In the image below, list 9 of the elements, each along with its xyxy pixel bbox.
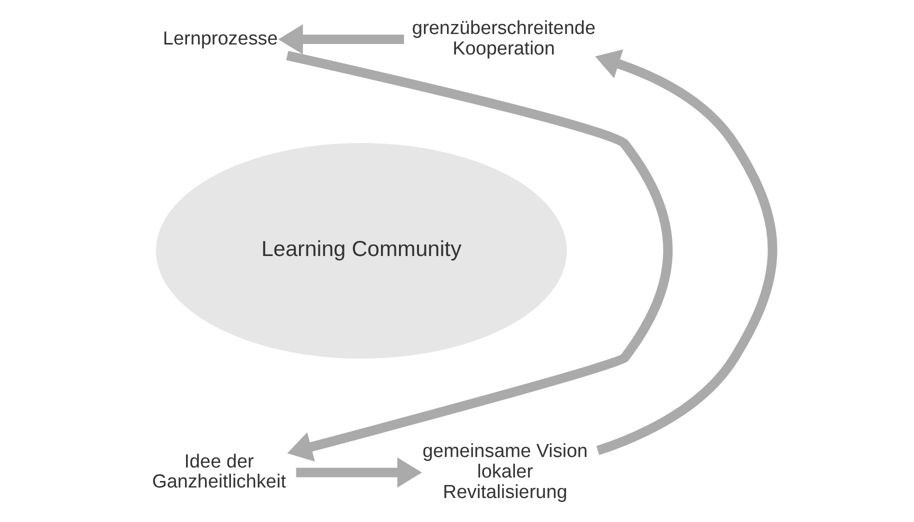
node-text: grenzüberschreitende Kooperation (412, 18, 596, 60)
arrow (296, 457, 422, 488)
arrow (278, 24, 404, 54)
arrow (286, 50, 672, 462)
node-text: Idee der Ganzheitlichkeit (152, 451, 286, 493)
node-text: gemeinsame Vision lokaler Revitalisierung (422, 441, 588, 503)
arrow (594, 49, 777, 456)
node-ellipse: Learning Community (155, 143, 566, 359)
node-text: Lernprozesse (162, 28, 278, 50)
